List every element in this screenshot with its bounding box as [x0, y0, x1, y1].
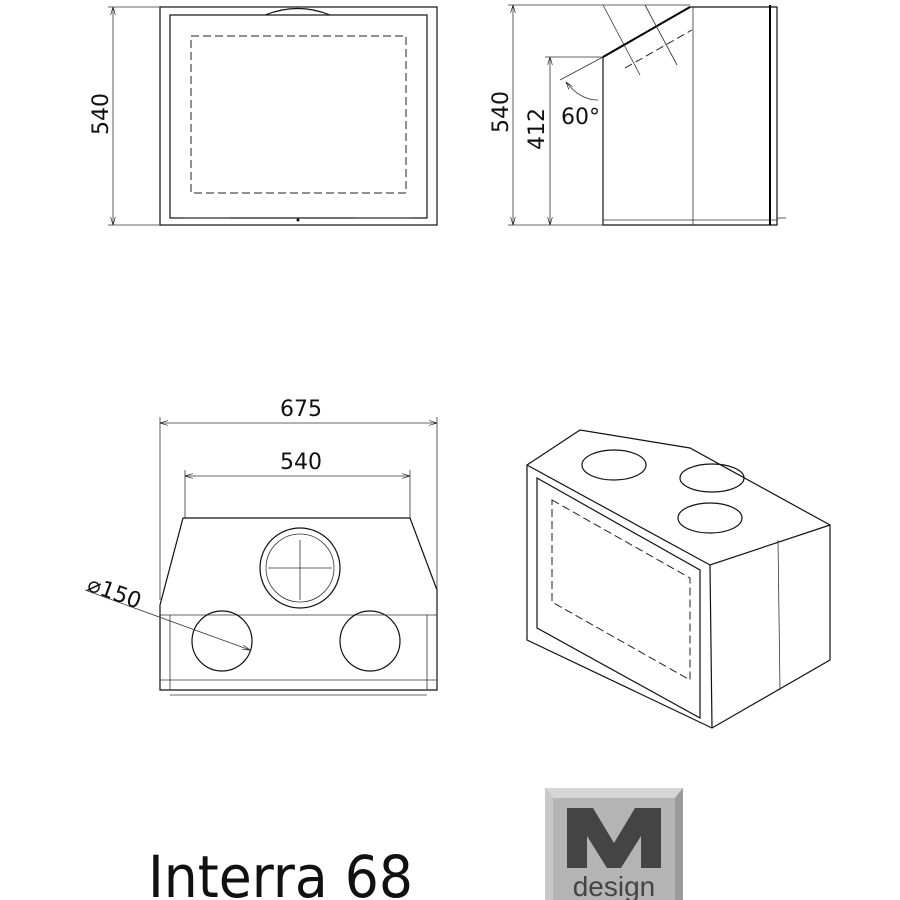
iso-flue-3 — [677, 502, 743, 534]
iso-outline — [526, 429, 831, 729]
overall-width-label: 675 — [280, 397, 322, 422]
side-view: 540 412 60° — [489, 4, 786, 226]
side-height-label: 540 — [489, 91, 514, 133]
air-inlet-left — [191, 610, 253, 672]
top-view: 675 540 ⌀150 — [84, 397, 438, 696]
front-glass-outline — [190, 35, 407, 194]
front-outer-frame — [159, 6, 438, 226]
logo-word: design — [573, 871, 656, 900]
logo-letter-m-glyph — [567, 808, 661, 868]
front-height-label: 540 — [89, 93, 114, 135]
front-view: 540 — [89, 6, 438, 226]
product-name: Interra 68 — [148, 843, 413, 900]
front-inner-frame — [169, 14, 428, 219]
m-design-logo: design — [545, 788, 683, 900]
iso-glass-outline — [551, 499, 691, 681]
isometric-view — [526, 429, 831, 729]
iso-door — [536, 476, 701, 720]
front-top-hump — [264, 7, 331, 16]
angle-label: 60° — [561, 105, 600, 130]
air-inlet-right — [339, 610, 401, 672]
side-body — [602, 6, 778, 226]
inner-width-label: 540 — [280, 450, 322, 475]
diameter-label: ⌀150 — [84, 572, 144, 614]
side-lower-height-label: 412 — [525, 108, 550, 150]
iso-flue-2 — [679, 463, 745, 493]
top-body — [159, 517, 438, 691]
flue-outlet — [259, 527, 341, 609]
iso-flue-1 — [581, 449, 647, 481]
